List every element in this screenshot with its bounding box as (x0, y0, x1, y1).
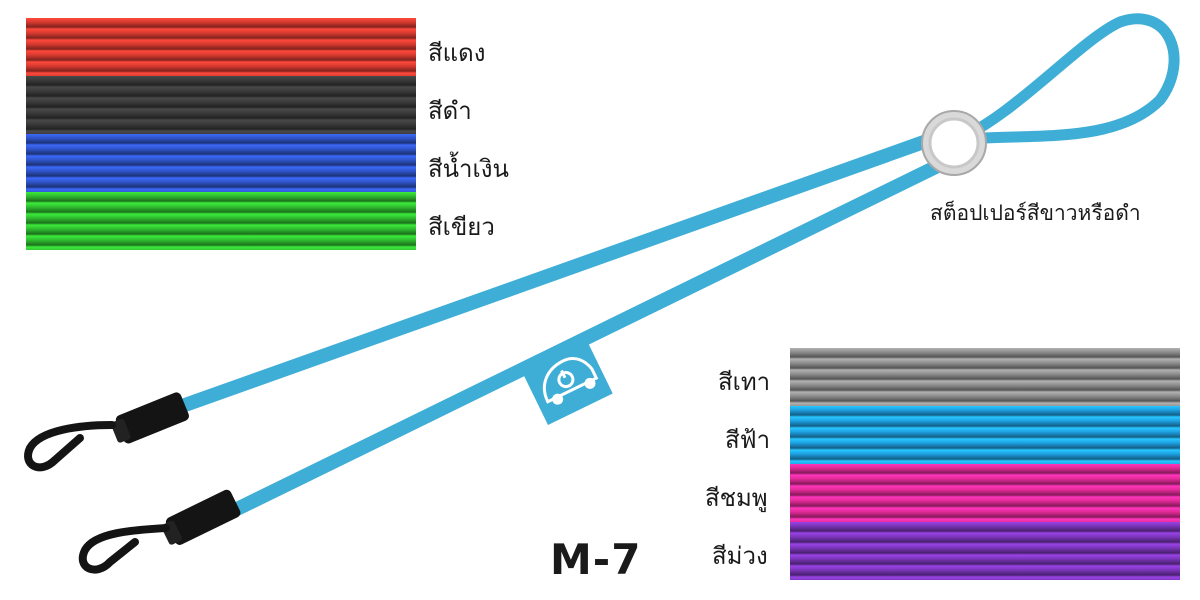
hook-lower (78, 489, 241, 574)
hook-upper (24, 392, 189, 472)
car-power-icon (542, 357, 599, 405)
label-red: สีแดง (428, 39, 486, 67)
cord-tag (518, 332, 613, 426)
color-swatches-top: สีแดง สีดำ สีน้ำเงิน สีเขียว (0, 0, 540, 260)
label-blue: สีน้ำเงิน (428, 155, 509, 183)
swatch-green (26, 192, 416, 250)
stopper-label: สต็อปเปอร์สีขาวหรือดำ (930, 201, 1141, 225)
model-number: M-7 (550, 535, 642, 584)
swatch-red (26, 18, 416, 76)
cord-lower (228, 153, 957, 517)
label-green: สีเขียว (428, 213, 495, 241)
swatch-blue (26, 134, 416, 192)
stopper-ring (921, 110, 987, 176)
swatch-black (26, 76, 416, 134)
cord-upper (178, 131, 942, 412)
label-black: สีดำ (428, 97, 472, 125)
cord-loop (949, 13, 1180, 146)
